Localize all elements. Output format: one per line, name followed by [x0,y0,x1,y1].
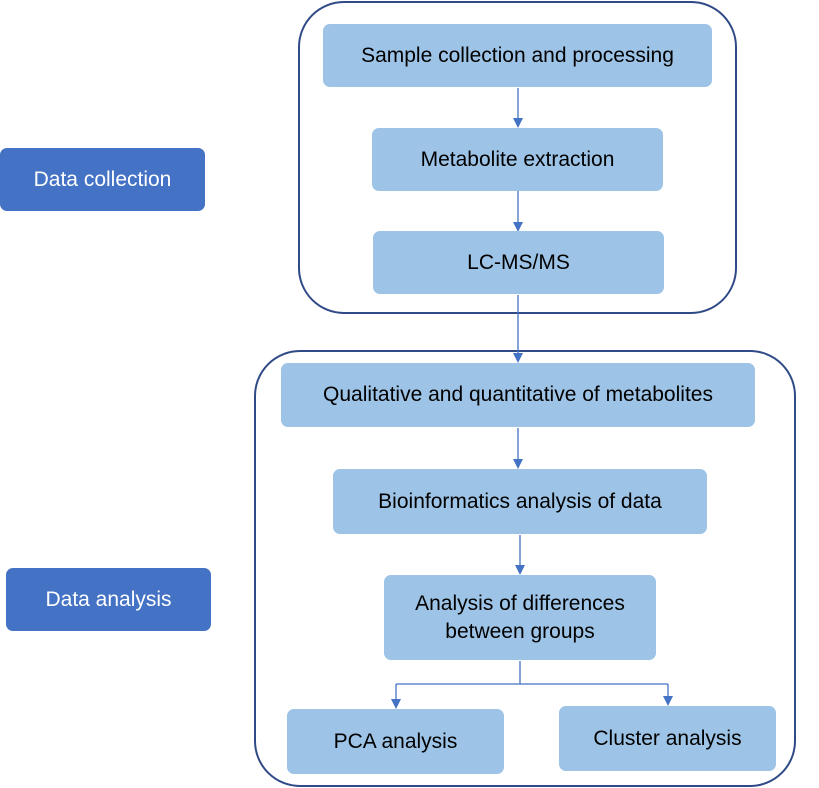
step-pca-analysis-label: PCA analysis [333,729,458,753]
stage-label-data-collection-text: Data collection [33,167,172,191]
step-pca-analysis: PCA analysis [287,709,504,774]
step-differences-between-groups: Analysis of differences between groups [384,575,656,660]
step-differences-line-1: Analysis of differences [415,591,625,615]
connector-differences-branch [396,661,521,685]
step-qualitative-quantitative-label: Qualitative and quantitative of metaboli… [323,383,713,406]
step-metabolite-extraction-label: Metabolite extraction [420,147,615,171]
step-sample-collection: Sample collection and processing [323,24,712,87]
stage-label-data-analysis-text: Data analysis [45,587,172,611]
stage-label-data-collection: Data collection [0,148,205,211]
data-analysis-group-frame [254,350,796,787]
step-differences-line-2: between groups [445,619,595,643]
step-sample-collection-label: Sample collection and processing [361,43,674,67]
step-cluster-analysis: Cluster analysis [559,706,776,771]
step-metabolite-extraction: Metabolite extraction [372,128,663,191]
step-lc-ms-ms: LC-MS/MS [373,231,664,294]
step-cluster-analysis-label: Cluster analysis [593,726,742,750]
stage-label-data-analysis: Data analysis [6,568,211,631]
step-bioinformatics-analysis-label: Bioinformatics analysis of data [378,489,662,513]
step-lc-ms-ms-label: LC-MS/MS [467,250,570,274]
step-qualitative-quantitative: Qualitative and quantitative of metaboli… [281,363,755,427]
step-bioinformatics-analysis: Bioinformatics analysis of data [333,469,707,534]
